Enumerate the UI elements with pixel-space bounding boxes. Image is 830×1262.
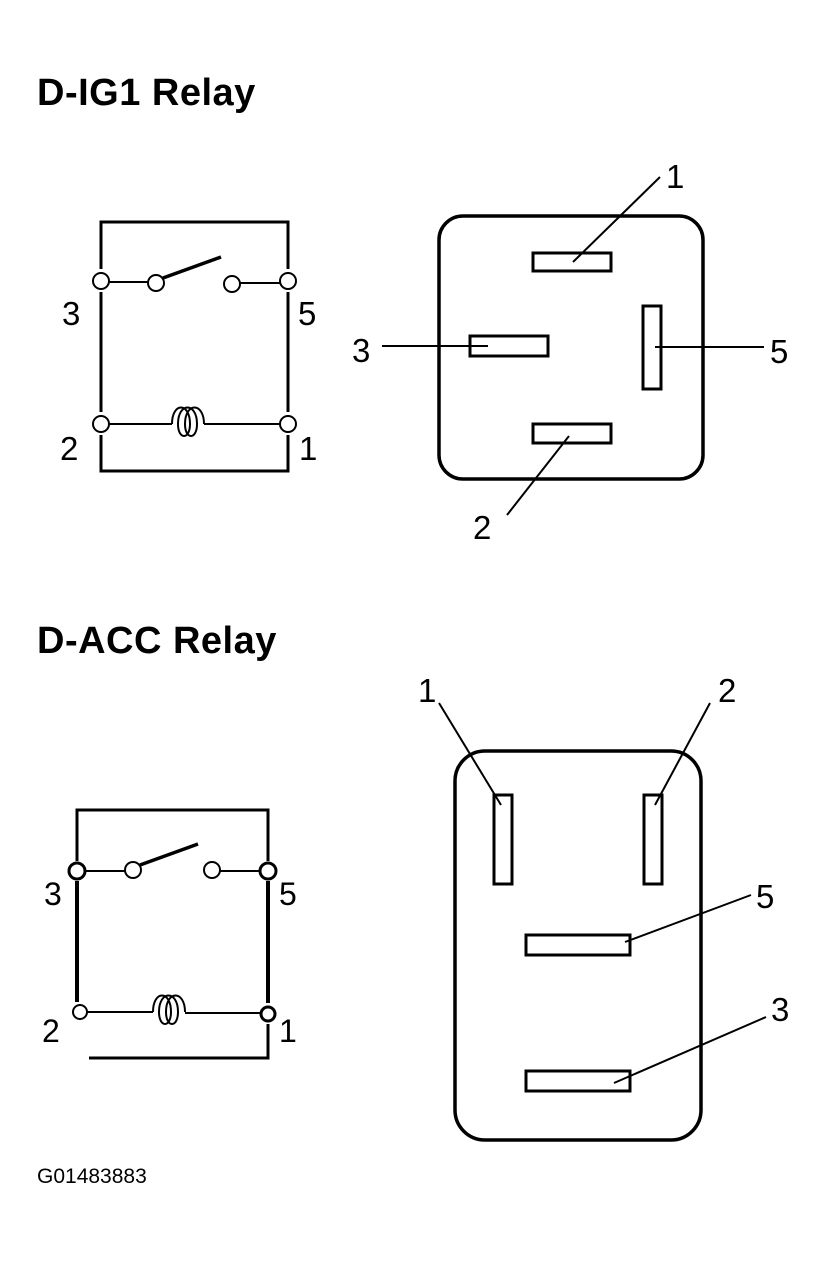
relay1-sch-label-3: 3 (62, 295, 80, 332)
relay1-sch-label-5: 5 (298, 295, 316, 332)
relay2-pin-2 (642, 793, 664, 886)
relay2-sch-label-2: 2 (42, 1013, 60, 1049)
relay2-pin-1 (492, 793, 514, 886)
relay1-pin-label-1: 1 (666, 158, 684, 195)
relay2-pin-3 (524, 1069, 632, 1093)
relay1-title: D-IG1 Relay (37, 72, 256, 114)
relay2-sch-label-1: 1 (279, 1013, 297, 1049)
relay1-terminal2-node (92, 415, 110, 433)
relay1-sch-label-2: 2 (60, 430, 78, 467)
relay1-sch-label-1: 1 (299, 430, 317, 467)
relay2-title: D-ACC Relay (37, 620, 277, 662)
relay2-connector (438, 702, 767, 1142)
relay2-connector-housing (453, 749, 703, 1142)
relay1-terminal1-node (279, 415, 297, 433)
relay1-terminal5-node (279, 272, 297, 290)
relay2-coil (152, 994, 186, 1025)
relay2-terminal1-node (259, 1005, 277, 1023)
relay2-pin-label-2: 2 (718, 672, 736, 709)
relay2-switch-contact (139, 842, 199, 867)
figure-id: G01483883 (37, 1165, 147, 1188)
relay1-connector (382, 176, 764, 516)
relay2-pin-label-3: 3 (771, 991, 789, 1028)
relay2-terminal3-node (67, 861, 87, 881)
relay2-pin-5 (524, 933, 632, 957)
relay2-schematic-labels: 3 5 2 1 (42, 876, 297, 1049)
relay1-pin-label-3: 3 (352, 332, 370, 369)
relay1-terminal3-node (92, 272, 110, 290)
relay1-coil (171, 406, 205, 437)
relay1-pin-1 (531, 251, 613, 273)
relay2-terminal5-node (258, 861, 278, 881)
relay1-schematic-labels: 3 5 2 1 (60, 295, 317, 467)
relay2-pin-label-1: 1 (418, 672, 436, 709)
relay2-schematic (67, 808, 278, 1060)
relay2-pin-label-5: 5 (756, 878, 774, 915)
relay1-pin-label-2: 2 (473, 509, 491, 546)
relay1-connector-labels: 1 3 5 2 (352, 158, 788, 546)
relay1-switch-contact (162, 255, 222, 280)
relay2-sch-label-5: 5 (279, 876, 297, 912)
relay1-pin-2 (531, 422, 613, 445)
relay2-connector-labels: 1 2 5 3 (418, 672, 789, 1028)
relay1-schematic (92, 220, 297, 473)
relay2-terminal2-node (72, 1004, 88, 1020)
relay2-sch-label-3: 3 (44, 876, 62, 912)
relay1-pin-label-5: 5 (770, 333, 788, 370)
